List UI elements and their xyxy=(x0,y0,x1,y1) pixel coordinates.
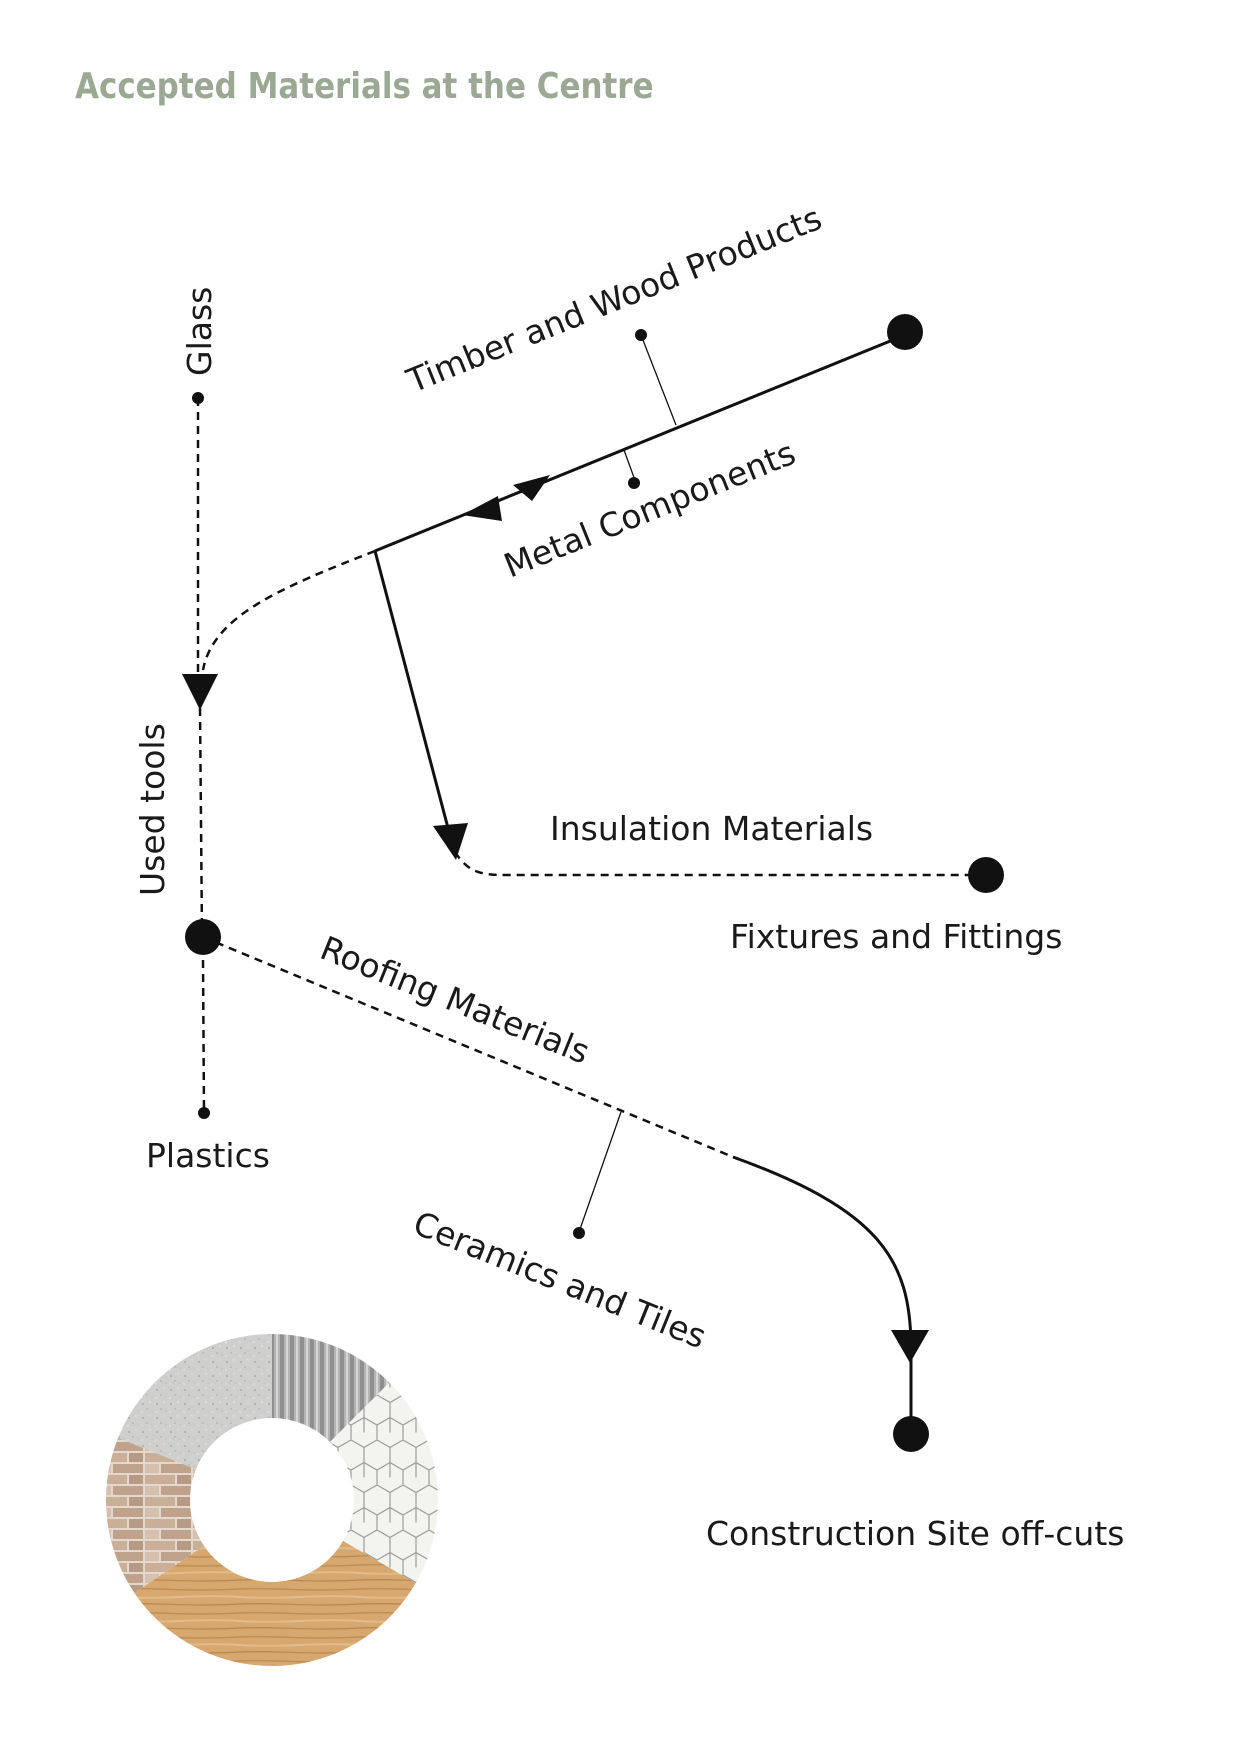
tools-junction-node xyxy=(185,919,221,955)
timber-pointer-dot xyxy=(635,329,647,341)
glass-dot xyxy=(192,392,204,404)
plastics-dashed-line xyxy=(201,959,206,1113)
label-ceramics: Ceramics and Tiles xyxy=(408,1203,712,1356)
junction-to-tools-dashed-line xyxy=(201,549,376,671)
ring-segment-timber xyxy=(134,1541,416,1666)
ring-segment-concrete xyxy=(118,1334,272,1470)
timber-pointer-line xyxy=(640,334,677,426)
tools-dashed-line xyxy=(198,707,204,936)
page-title: Accepted Materials at the Centre xyxy=(75,66,654,107)
insulation-arrowhead xyxy=(433,823,468,860)
timber-arrowhead-2 xyxy=(462,496,502,521)
label-used-tools: Used tools xyxy=(133,723,172,896)
offcuts-arrowhead xyxy=(891,1330,929,1363)
ring-segment-brick xyxy=(106,1437,205,1593)
tools-arrowhead xyxy=(182,674,218,710)
ring-segment-corrugated-metal xyxy=(272,1334,390,1443)
label-glass: Glass xyxy=(180,287,219,376)
label-insulation: Insulation Materials xyxy=(550,809,873,848)
label-plastics: Plastics xyxy=(146,1136,270,1175)
timber-arrowhead-1 xyxy=(513,475,550,501)
plastics-dot xyxy=(198,1107,210,1119)
label-timber: Timber and Wood Products xyxy=(400,198,827,401)
label-offcuts: Construction Site off-cuts xyxy=(706,1514,1124,1553)
insulation-flow-line xyxy=(373,550,450,829)
ring-segment-hexagon-tiles xyxy=(329,1382,438,1583)
metal-pointer-dot xyxy=(628,477,640,489)
roofing-dashed-line xyxy=(202,935,734,1159)
insulation-to-fixtures-dashed-line xyxy=(453,851,986,877)
label-fixtures: Fixtures and Fittings xyxy=(730,917,1062,956)
timber-start-node xyxy=(887,314,923,350)
material-sample-ring xyxy=(106,1334,438,1666)
ceramics-pointer-line xyxy=(578,1111,622,1233)
fixtures-node xyxy=(968,857,1004,893)
label-roofing: Roofing Materials xyxy=(315,928,595,1071)
ceramics-pointer-dot xyxy=(573,1227,585,1239)
offcuts-flow-line xyxy=(732,1155,913,1346)
label-metal: Metal Components xyxy=(498,433,800,585)
offcuts-node xyxy=(893,1416,929,1452)
